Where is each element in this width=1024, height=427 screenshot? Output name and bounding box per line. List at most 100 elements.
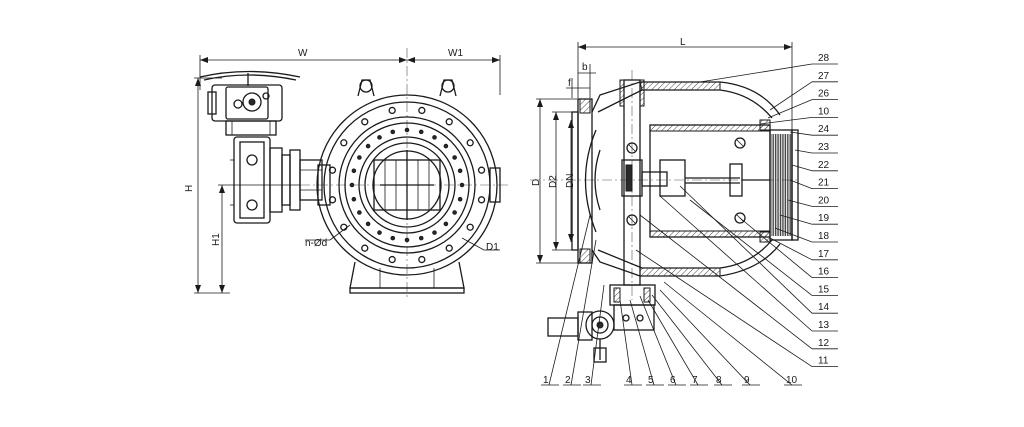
callout-label: 8 bbox=[716, 375, 722, 386]
bolt-hole bbox=[328, 166, 337, 174]
inner-bolt-hole bbox=[377, 135, 382, 140]
callout-right-15: 15 bbox=[689, 199, 838, 296]
bolt-hole bbox=[466, 139, 474, 147]
callout-label: 19 bbox=[818, 213, 830, 224]
bolt-hole bbox=[328, 196, 337, 204]
callout-label: 4 bbox=[626, 375, 632, 386]
bolt-hole bbox=[466, 223, 474, 231]
bolt-hole bbox=[361, 118, 369, 126]
callout-label: 15 bbox=[818, 284, 830, 295]
inner-cylinder bbox=[621, 124, 771, 238]
dimension-h1: H1 bbox=[211, 184, 300, 293]
front-view: W W1 H H1 bbox=[184, 48, 510, 300]
callout-right-20: 20 bbox=[787, 195, 838, 207]
bolt-holes bbox=[328, 106, 486, 264]
callout-label: 13 bbox=[818, 320, 830, 331]
dimension-d-label: D bbox=[531, 179, 542, 186]
inner-bolt-hole bbox=[365, 143, 371, 149]
callout-right-27: 27 bbox=[769, 71, 838, 111]
inner-bolt-hole bbox=[418, 235, 424, 241]
section-view: L b f D D2 bbox=[530, 37, 800, 363]
callout-right-18: 18 bbox=[774, 227, 838, 243]
bolt-hole bbox=[477, 166, 486, 174]
gearbox bbox=[230, 136, 323, 224]
callout-right-16: 16 bbox=[739, 217, 838, 279]
dimension-b-label: b bbox=[582, 62, 588, 73]
callout-label: 10 bbox=[786, 375, 798, 386]
callout-right-19: 19 bbox=[779, 213, 838, 225]
inner-bolt-hole bbox=[390, 235, 396, 241]
dimension-h1-label: H1 bbox=[211, 233, 222, 246]
callout-label: 14 bbox=[818, 302, 830, 313]
dimension-w-label: W bbox=[298, 48, 308, 59]
callout-bottom-5: 5 bbox=[629, 299, 664, 386]
bolt-circle-label: D1 bbox=[486, 242, 499, 253]
electric-actuator bbox=[207, 84, 283, 136]
leader-bolt-holes: n-Ød bbox=[305, 224, 351, 249]
callout-label: 2 bbox=[565, 375, 571, 386]
dimension-w1: W1 bbox=[407, 48, 501, 95]
callout-label: 16 bbox=[818, 267, 830, 278]
bolt-hole bbox=[388, 106, 396, 115]
callout-bottom-3: 3 bbox=[583, 284, 605, 386]
bolt-hole bbox=[418, 255, 426, 264]
inner-bolt-holes bbox=[349, 127, 465, 243]
callout-right-12: 12 bbox=[639, 214, 838, 350]
callout-label: 28 bbox=[818, 53, 830, 64]
dimension-h-label: H bbox=[184, 185, 195, 192]
callout-label: 7 bbox=[692, 375, 698, 386]
callout-label: 9 bbox=[744, 375, 750, 386]
dimension-h: H bbox=[184, 77, 230, 294]
valve-body-front bbox=[316, 79, 501, 294]
bolt-holes-label: n-Ød bbox=[305, 238, 327, 249]
callout-right-24: 24 bbox=[789, 124, 838, 136]
callout-right-28: 28 bbox=[699, 53, 838, 83]
dimension-l-label: L bbox=[680, 37, 686, 48]
inner-bolt-hole bbox=[351, 168, 357, 174]
dimension-f: f bbox=[566, 78, 590, 98]
inner-bolt-hole bbox=[357, 155, 362, 160]
dimension-dn-label: DN bbox=[565, 174, 576, 188]
inner-bolt-hole bbox=[432, 230, 437, 235]
callout-right-13: 13 bbox=[659, 195, 838, 332]
bolt-hole bbox=[477, 196, 486, 204]
leader-bolt-circle: D1 bbox=[461, 237, 500, 253]
dimension-l: L bbox=[577, 37, 793, 130]
dimension-dn: DN bbox=[565, 120, 576, 242]
inner-bolt-hole bbox=[357, 210, 362, 215]
inner-bolt-hole bbox=[404, 127, 410, 133]
bolt-hole bbox=[445, 244, 453, 252]
callout-label: 6 bbox=[670, 375, 676, 386]
callout-label: 3 bbox=[585, 375, 591, 386]
dimension-b: b bbox=[578, 62, 596, 98]
inner-bolt-hole bbox=[459, 182, 465, 188]
callout-right-11: 11 bbox=[635, 249, 838, 368]
callout-right-22: 22 bbox=[791, 160, 838, 172]
bolt-hole bbox=[361, 244, 369, 252]
outlet-spring-pack bbox=[759, 119, 799, 243]
callout-bottom-2: 2 bbox=[563, 239, 597, 386]
callout-right-21: 21 bbox=[789, 178, 838, 190]
callout-label: 11 bbox=[818, 356, 829, 367]
spring-coils bbox=[771, 134, 792, 236]
callout-label: 5 bbox=[648, 375, 654, 386]
callout-bottom-4: 4 bbox=[619, 299, 642, 386]
inner-bolt-hole bbox=[404, 237, 410, 243]
inner-bolt-hole bbox=[457, 168, 463, 174]
callout-bottom-6: 6 bbox=[639, 295, 686, 386]
inner-bolt-hole bbox=[443, 143, 449, 149]
callout-label: 20 bbox=[818, 195, 830, 206]
inlet-flange bbox=[571, 98, 593, 264]
callout-right-17: 17 bbox=[769, 237, 838, 261]
callout-label: 21 bbox=[818, 178, 830, 189]
callout-label: 23 bbox=[818, 142, 830, 153]
bolt-hole bbox=[340, 139, 348, 147]
callout-right-23: 23 bbox=[794, 142, 838, 154]
callout-label: 18 bbox=[818, 231, 830, 242]
inner-bolt-hole bbox=[443, 221, 449, 227]
handwheel bbox=[199, 70, 301, 86]
callout-label: 10 bbox=[818, 106, 830, 117]
callout-bottom-1: 1 bbox=[541, 214, 591, 386]
